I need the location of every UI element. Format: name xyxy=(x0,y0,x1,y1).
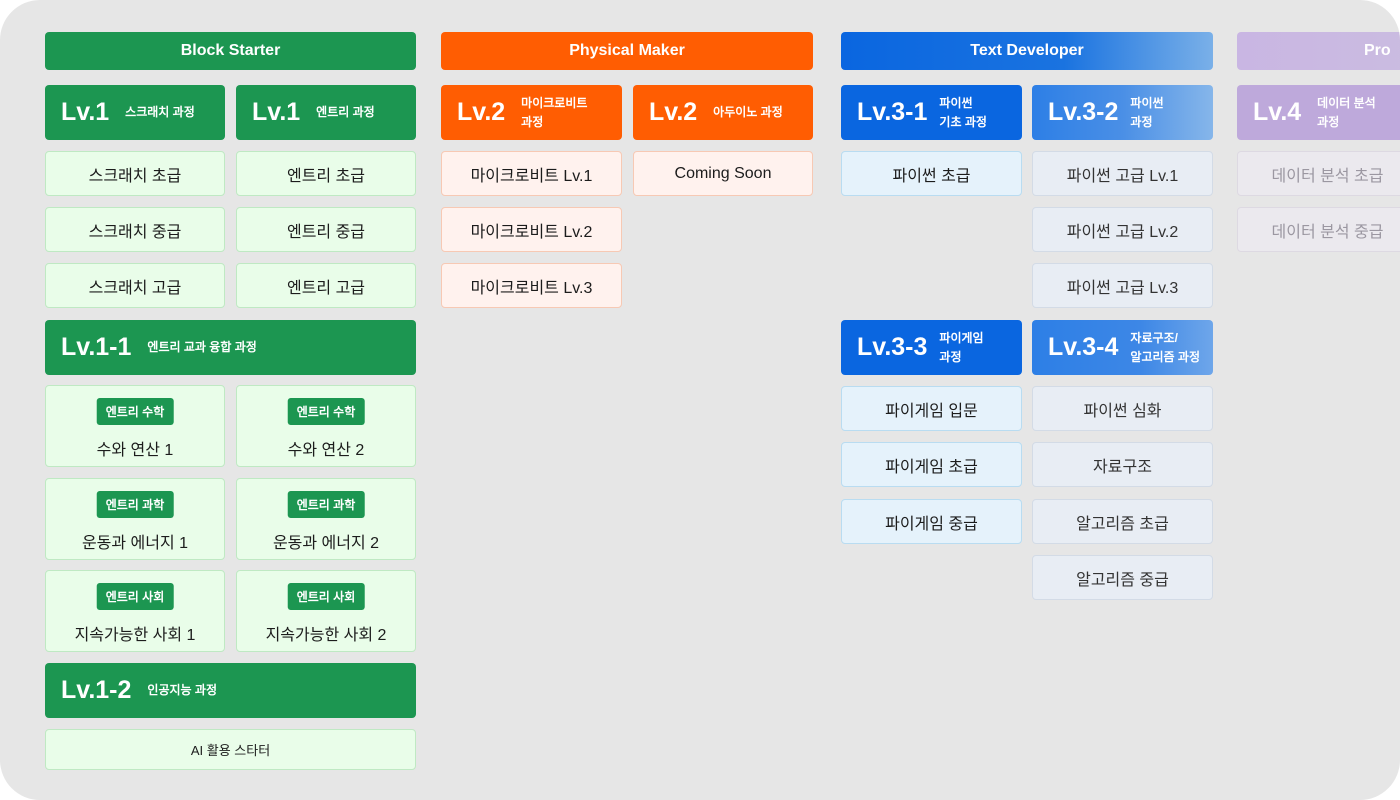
course-python-deep[interactable]: 파이썬 심화 xyxy=(1032,386,1213,431)
level-title: 아두이노 과정 xyxy=(713,105,783,119)
level-title: 데이터 분석 과정 xyxy=(1317,95,1376,129)
level-number: Lv.1 xyxy=(252,98,301,126)
level-number: Lv.2 xyxy=(649,98,698,126)
course-ai-starter[interactable]: AI 활용 스타터 xyxy=(45,729,416,770)
level-number: Lv.3-2 xyxy=(1048,98,1119,126)
course-scratch-advanced[interactable]: 스크래치 고급 xyxy=(45,263,225,308)
course-entry-advanced[interactable]: 엔트리 고급 xyxy=(236,263,416,308)
subject-name: 지속가능한 사회 1 xyxy=(74,627,196,644)
level-title: 마이크로비트 과정 xyxy=(521,95,588,129)
subject-tag: 엔트리 수학 xyxy=(287,398,365,425)
level-title: 파이썬 과정 xyxy=(1130,95,1164,129)
subject-tag: 엔트리 사회 xyxy=(287,583,365,610)
level-number: Lv.3-1 xyxy=(857,98,928,126)
level-number: Lv.4 xyxy=(1253,98,1302,126)
subject-name: 운동과 에너지 2 xyxy=(272,535,380,552)
course-algorithm-intermediate[interactable]: 알고리즘 중급 xyxy=(1032,555,1213,600)
course-python-beginner[interactable]: 파이썬 초급 xyxy=(841,151,1022,196)
level-header-lv2-arduino[interactable]: Lv.2 아두이노 과정 xyxy=(633,85,813,140)
level-header-lv4[interactable]: Lv.4 데이터 분석 과정 xyxy=(1237,85,1400,140)
track-header-physical-maker[interactable]: Physical Maker xyxy=(441,32,813,70)
course-algorithm-beginner[interactable]: 알고리즘 초급 xyxy=(1032,499,1213,544)
level-header-lv3-1[interactable]: Lv.3-1 파이썬 기초 과정 xyxy=(841,85,1022,140)
subject-tag: 엔트리 과학 xyxy=(96,491,174,518)
level-header-lv1-1[interactable]: Lv.1-1 엔트리 교과 융합 과정 xyxy=(45,320,416,375)
level-number: Lv.2 xyxy=(457,98,506,126)
subject-card[interactable]: 엔트리 사회 지속가능한 사회 2 xyxy=(236,570,416,652)
course-entry-intermediate[interactable]: 엔트리 중급 xyxy=(236,207,416,252)
course-microbit-lv1[interactable]: 마이크로비트 Lv.1 xyxy=(441,151,622,196)
subject-tag: 엔트리 과학 xyxy=(287,491,365,518)
course-scratch-beginner[interactable]: 스크래치 초급 xyxy=(45,151,225,196)
course-python-advanced-lv1[interactable]: 파이썬 고급 Lv.1 xyxy=(1032,151,1213,196)
level-number: Lv.1-1 xyxy=(61,333,132,361)
level-header-lv1-2[interactable]: Lv.1-2 인공지능 과정 xyxy=(45,663,416,718)
level-title: 엔트리 과정 xyxy=(316,105,375,119)
level-number: Lv.1 xyxy=(61,98,110,126)
course-pygame-intermediate[interactable]: 파이게임 중급 xyxy=(841,499,1022,544)
course-data-structures[interactable]: 자료구조 xyxy=(1032,442,1213,487)
subject-card[interactable]: 엔트리 수학 수와 연산 1 xyxy=(45,385,225,467)
level-header-lv3-4[interactable]: Lv.3-4 자료구조/ 알고리즘 과정 xyxy=(1032,320,1213,375)
course-data-analysis-beginner[interactable]: 데이터 분석 초급 xyxy=(1237,151,1400,196)
track-header-text-developer[interactable]: Text Developer xyxy=(841,32,1213,70)
level-header-lv1-entry[interactable]: Lv.1 엔트리 과정 xyxy=(236,85,416,140)
subject-tag: 엔트리 수학 xyxy=(96,398,174,425)
course-arduino-coming-soon[interactable]: Coming Soon xyxy=(633,151,813,196)
subject-tag: 엔트리 사회 xyxy=(96,583,174,610)
track-header-block-starter[interactable]: Block Starter xyxy=(45,32,416,70)
level-title: 파이썬 기초 과정 xyxy=(939,95,987,129)
subject-card[interactable]: 엔트리 사회 지속가능한 사회 1 xyxy=(45,570,225,652)
course-microbit-lv3[interactable]: 마이크로비트 Lv.3 xyxy=(441,263,622,308)
level-title: 스크래치 과정 xyxy=(125,105,195,119)
level-header-lv1-scratch[interactable]: Lv.1 스크래치 과정 xyxy=(45,85,225,140)
track-header-pro[interactable]: Pro xyxy=(1237,32,1400,70)
level-number: Lv.1-2 xyxy=(61,676,132,704)
course-scratch-intermediate[interactable]: 스크래치 중급 xyxy=(45,207,225,252)
level-header-lv3-2[interactable]: Lv.3-2 파이썬 과정 xyxy=(1032,85,1213,140)
course-pygame-beginner[interactable]: 파이게임 초급 xyxy=(841,442,1022,487)
level-number: Lv.3-4 xyxy=(1048,333,1119,361)
subject-card[interactable]: 엔트리 과학 운동과 에너지 2 xyxy=(236,478,416,560)
course-pygame-intro[interactable]: 파이게임 입문 xyxy=(841,386,1022,431)
subject-card[interactable]: 엔트리 수학 수와 연산 2 xyxy=(236,385,416,467)
course-microbit-lv2[interactable]: 마이크로비트 Lv.2 xyxy=(441,207,622,252)
level-title: 자료구조/ 알고리즘 과정 xyxy=(1130,330,1200,364)
course-data-analysis-intermediate[interactable]: 데이터 분석 중급 xyxy=(1237,207,1400,252)
level-title: 엔트리 교과 융합 과정 xyxy=(147,340,257,354)
level-header-lv3-3[interactable]: Lv.3-3 파이게임 과정 xyxy=(841,320,1022,375)
level-title: 파이게임 과정 xyxy=(939,330,984,364)
subject-name: 수와 연산 1 xyxy=(96,442,174,459)
subject-name: 수와 연산 2 xyxy=(287,442,365,459)
level-header-lv2-microbit[interactable]: Lv.2 마이크로비트 과정 xyxy=(441,85,622,140)
level-number: Lv.3-3 xyxy=(857,333,928,361)
subject-name: 지속가능한 사회 2 xyxy=(265,627,387,644)
level-title: 인공지능 과정 xyxy=(147,683,217,697)
subject-card[interactable]: 엔트리 과학 운동과 에너지 1 xyxy=(45,478,225,560)
course-python-advanced-lv2[interactable]: 파이썬 고급 Lv.2 xyxy=(1032,207,1213,252)
course-entry-beginner[interactable]: 엔트리 초급 xyxy=(236,151,416,196)
course-python-advanced-lv3[interactable]: 파이썬 고급 Lv.3 xyxy=(1032,263,1213,308)
subject-name: 운동과 에너지 1 xyxy=(81,535,189,552)
